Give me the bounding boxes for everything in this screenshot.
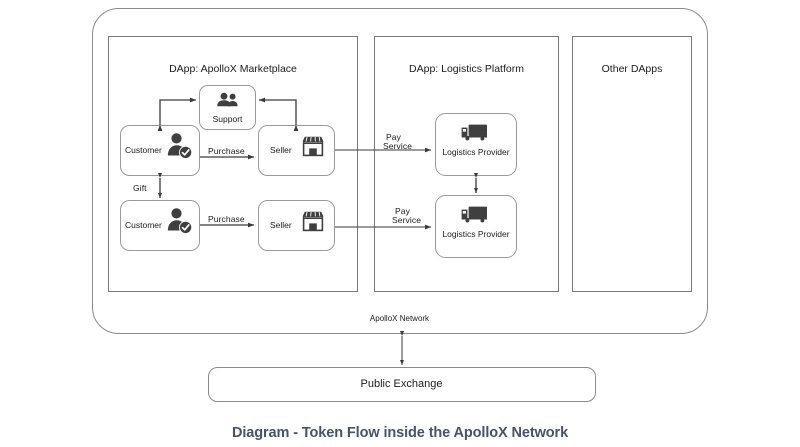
apollox-network-label: ApolloX Network <box>369 314 430 323</box>
node-label-customer-1: Customer <box>125 145 162 155</box>
edge-label-pay-service-1-line2: Service <box>383 141 413 151</box>
panel-title-marketplace: DApp: ApolloX Marketplace <box>169 63 297 75</box>
truck-icon <box>461 124 487 141</box>
truck-icon <box>461 206 487 223</box>
person-check-icon <box>167 133 193 159</box>
edge-label-purchase-2: Purchase <box>208 214 245 224</box>
node-label-logistics-provider-1: Logistics Provider <box>442 147 510 157</box>
node-logistics-provider-2[interactable] <box>435 195 517 258</box>
store-icon <box>302 211 324 232</box>
panel-title-logistics: DApp: Logistics Platform <box>409 63 524 75</box>
node-logistics-provider-1[interactable] <box>435 113 517 176</box>
edge-label-purchase-1: Purchase <box>208 146 245 156</box>
people-icon <box>217 92 238 107</box>
node-label-customer-2: Customer <box>125 220 162 230</box>
panel-title-other-dapps: Other DApps <box>601 63 663 75</box>
edge-label-pay-service-2-line1: Pay <box>395 206 410 216</box>
edge-label-gift: Gift <box>133 183 147 193</box>
node-label-seller-1: Seller <box>270 145 292 155</box>
node-label-seller-2: Seller <box>270 220 292 230</box>
store-icon <box>302 136 324 157</box>
node-public-exchange[interactable] <box>208 367 596 402</box>
edge-customer-support <box>157 97 197 131</box>
public-exchange-label: Public Exchange <box>360 378 443 390</box>
edge-label-pay-service-1-line1: Pay <box>386 132 401 142</box>
node-support[interactable] <box>199 85 256 130</box>
node-label-support: Support <box>212 114 243 124</box>
edge-seller-support <box>258 97 299 131</box>
diagram-caption: Diagram - Token Flow inside the ApolloX … <box>231 425 569 441</box>
panel-other-dapps <box>572 36 692 292</box>
edge-label-pay-service-2-line2: Service <box>392 215 422 225</box>
person-check-icon <box>167 208 193 234</box>
node-label-logistics-provider-2: Logistics Provider <box>442 229 510 239</box>
